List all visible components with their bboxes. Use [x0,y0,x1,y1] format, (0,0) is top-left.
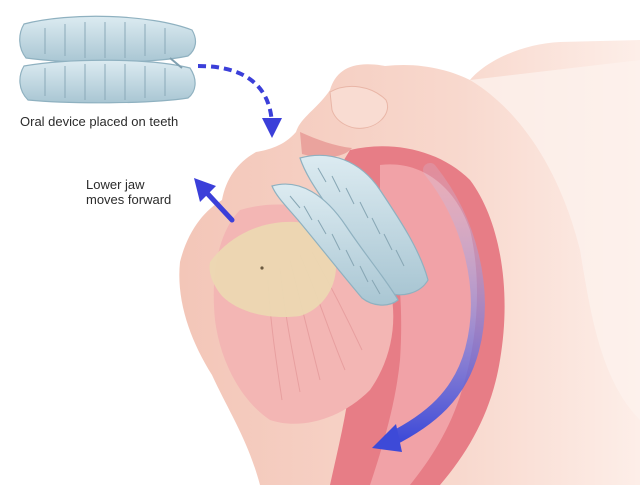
placement-arrow [197,64,282,138]
oral-device-in-mouth [271,154,429,306]
oral-device-closeup [19,15,197,104]
jaw-caption: Lower jaw moves forward [86,177,171,207]
upper-lip [300,132,352,158]
jaw-caption-line2: moves forward [86,192,172,207]
device-caption: Oral device placed on teeth [20,114,179,129]
jaw-caption-line1: Lower jaw [86,177,145,192]
jaw-bone [209,221,337,318]
jaw-forward-arrow [194,178,235,223]
airway-arrow [372,163,485,452]
